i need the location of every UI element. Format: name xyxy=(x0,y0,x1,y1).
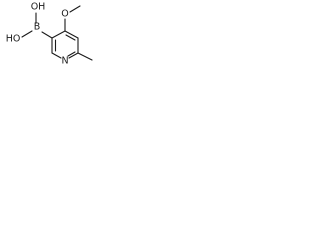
substituent-bonds xyxy=(21,5,93,61)
bond-c3-c4 xyxy=(51,30,66,39)
bond-c6-methyl xyxy=(77,52,93,61)
boron-label: B xyxy=(34,22,41,33)
bond-oxygen-methyl xyxy=(69,5,81,13)
bond-n-c2 xyxy=(51,52,62,59)
methoxy-oxygen-label: O xyxy=(61,9,68,20)
ring-nitrogen-label: N xyxy=(61,56,68,67)
ring-bonds xyxy=(51,30,79,59)
chemical-structure: OH B HO O N xyxy=(6,2,93,67)
hydroxyl-bottom-label: HO xyxy=(6,34,21,45)
bond-c6-n-inner xyxy=(67,51,76,57)
bond-boron-ho-left xyxy=(21,30,33,38)
bond-c4-c5-inner xyxy=(65,34,76,41)
bond-c6-n xyxy=(68,52,79,59)
bond-c4-c5 xyxy=(64,30,79,39)
hydroxyl-top-label: OH xyxy=(31,2,46,13)
bond-c3-boron xyxy=(41,31,53,39)
